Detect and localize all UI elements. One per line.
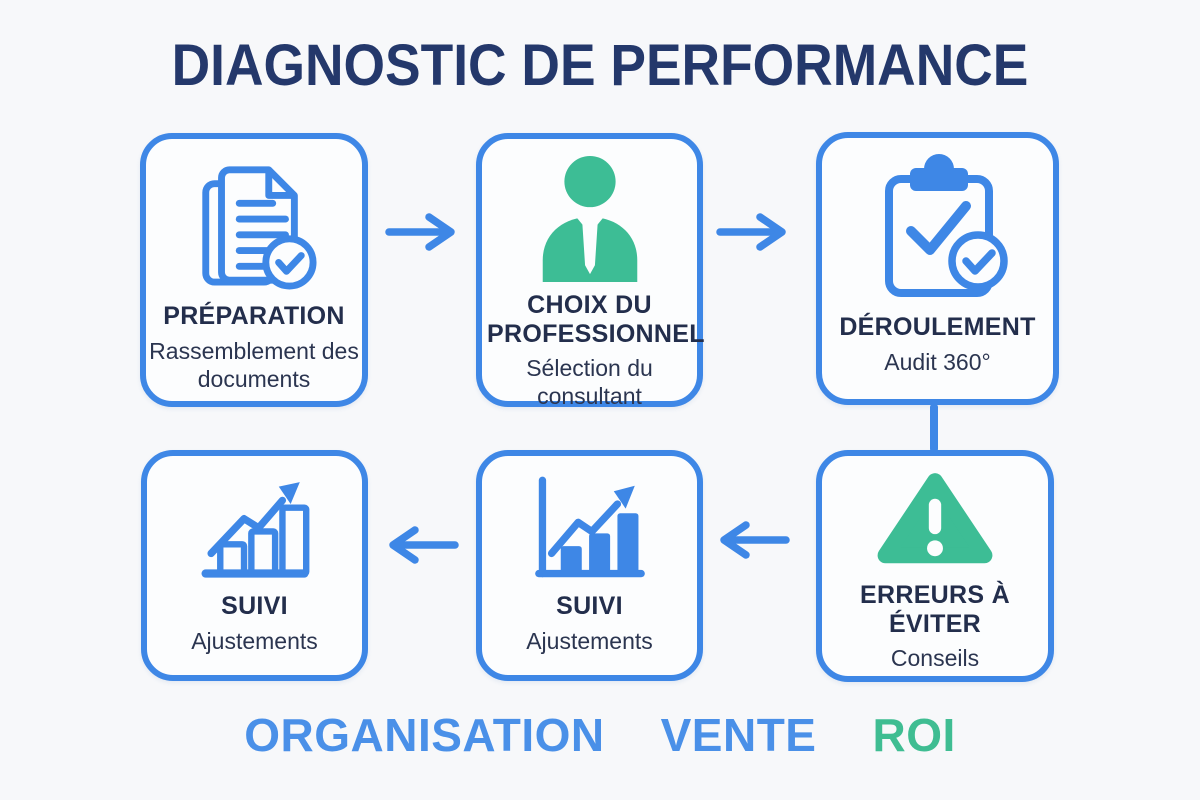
- footer-keywords: ORGANISATION VENTE ROI: [0, 708, 1200, 762]
- step-sublabel: Rassemblement des documents: [149, 337, 359, 392]
- clipboard-check-icon: [862, 152, 1014, 306]
- arrow-left-icon: [389, 526, 459, 564]
- step-sublabel: Conseils: [890, 645, 980, 671]
- step-box-deroulement: DÉROULEMENT Audit 360°: [816, 132, 1059, 405]
- warning-triangle-icon: [872, 466, 998, 574]
- vertical-connector-line: [930, 404, 938, 452]
- step-label: SUIVI: [556, 592, 623, 620]
- step-box-preparation: PRÉPARATION Rassemblement des documents: [140, 133, 368, 407]
- keyword-vente: VENTE: [660, 709, 817, 761]
- keyword-roi: ROI: [872, 709, 956, 761]
- step-sublabel: Sélection du consultant: [526, 355, 653, 410]
- arrow-right-icon: [716, 213, 786, 251]
- bar-chart-growth-filled-icon: [526, 467, 654, 585]
- arrow-left-icon: [720, 521, 790, 559]
- documents-check-icon: [190, 155, 318, 295]
- arrow-right-icon: [385, 213, 455, 251]
- page-title: DIAGNOSTIC DE PERFORMANCE: [171, 33, 1029, 98]
- consultant-person-icon: [530, 154, 650, 284]
- step-box-choix-professionnel: CHOIX DU PROFESSIONNEL Sélection du cons…: [476, 133, 705, 410]
- bar-chart-growth-outline-icon: [191, 467, 319, 585]
- step-sublabel: Ajustements: [526, 627, 653, 654]
- keyword-organisation: ORGANISATION: [244, 709, 605, 761]
- step-label: PRÉPARATION: [163, 302, 345, 330]
- step-box-erreurs-a-eviter: ERREURS À ÉVITER Conseils: [816, 450, 1054, 682]
- step-box-suivi-gauche: SUIVI Ajustements: [141, 450, 368, 681]
- step-label: DÉROULEMENT: [839, 313, 1036, 341]
- step-box-suivi-milieu: SUIVI Ajustements: [476, 450, 703, 681]
- step-label: ERREURS À ÉVITER: [860, 581, 1010, 638]
- step-sublabel: Audit 360°: [884, 348, 991, 375]
- step-label: SUIVI: [221, 592, 288, 620]
- step-label: CHOIX DU PROFESSIONNEL: [487, 291, 705, 348]
- step-sublabel: Ajustements: [191, 627, 318, 654]
